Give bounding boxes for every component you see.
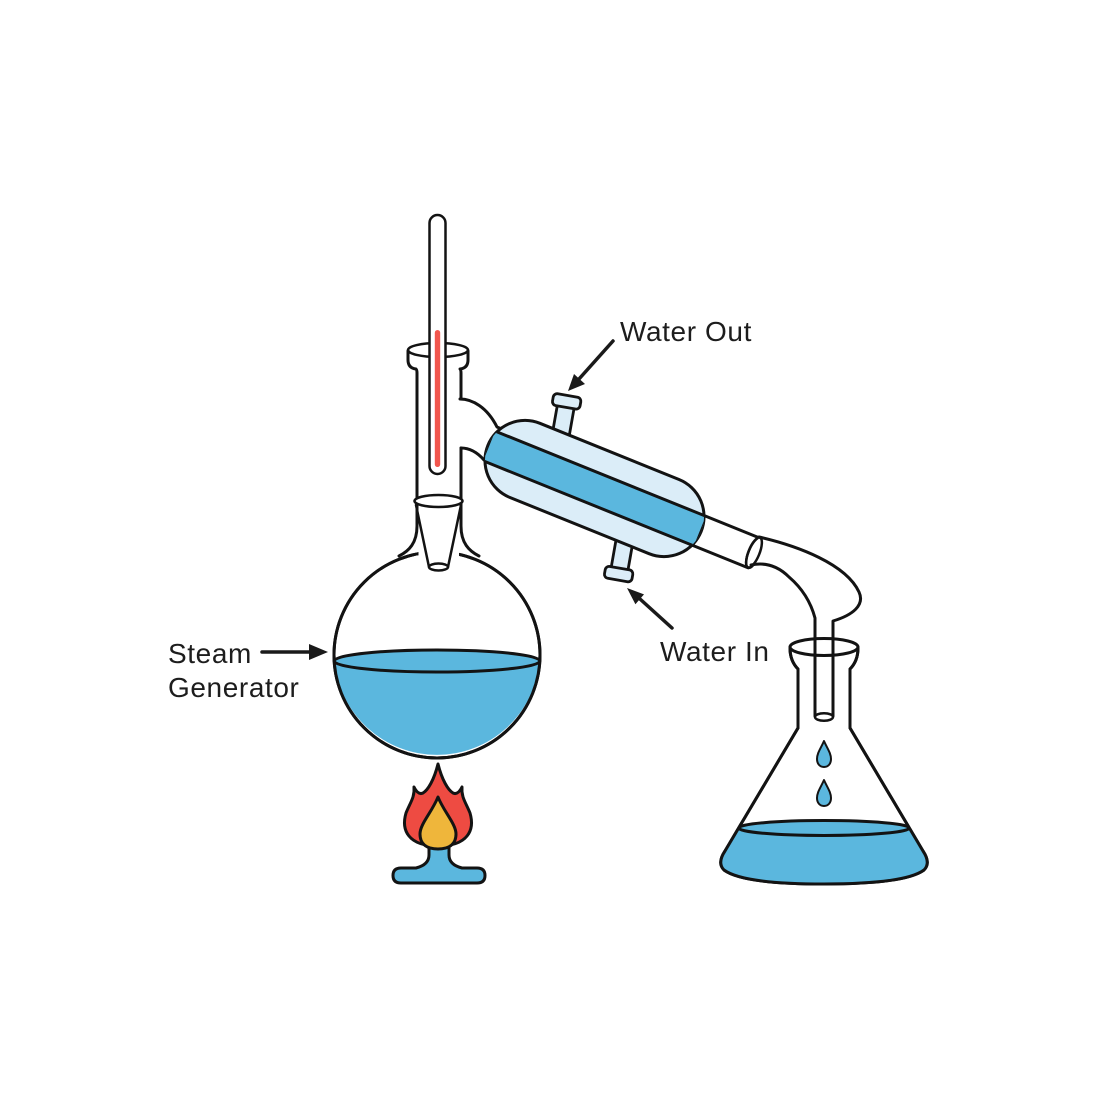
joint-top-rim	[413, 493, 464, 509]
side-arm-upper-line	[458, 397, 513, 435]
thermometer	[428, 213, 447, 476]
water-in-arrow-line	[638, 597, 674, 630]
joint-right-side	[446, 503, 463, 569]
water-out-arrow-line	[577, 339, 615, 381]
water-out-arrowhead	[568, 374, 585, 391]
delivery-adapter	[744, 535, 862, 723]
distillate-droplets	[816, 740, 832, 807]
thermometer-fluid-column	[434, 330, 441, 467]
flask-liquid-surface	[332, 648, 542, 674]
steam-generator-arrowhead	[309, 644, 328, 660]
receiving-flask-liquid-body	[720, 828, 928, 884]
water-in-arrowhead	[627, 588, 644, 605]
receiving-flask-rim	[788, 637, 860, 657]
burner-base	[391, 841, 487, 885]
adapter-upper-outline	[757, 535, 862, 718]
water-out-label: Water Out	[620, 316, 752, 347]
flask-neck-right-wall-lower	[459, 446, 481, 558]
joint-bottom-tip	[427, 562, 450, 572]
burner	[391, 762, 487, 885]
annotations: Water Out Water In Steam Generator	[168, 316, 770, 703]
water-out-nozzle-cap	[551, 392, 583, 411]
condenser	[480, 392, 764, 584]
steam-generator-label-line2: Generator	[168, 672, 299, 703]
steam-generator-label-line1: Steam	[168, 638, 252, 669]
water-in-label: Water In	[660, 636, 770, 667]
flask-neck-right-wall-upper	[458, 349, 470, 401]
droplet-1	[816, 740, 832, 768]
flask-liquid-body	[334, 661, 540, 755]
receiving-flask-liquid-surface	[737, 819, 911, 837]
water-in-nozzle-cap	[603, 564, 635, 584]
receiving-flask-outline	[719, 646, 929, 886]
adapter-lower-outline	[749, 562, 817, 718]
flask-neck-left-wall	[397, 349, 419, 558]
adapter-fill	[751, 537, 861, 718]
flame-inner	[418, 795, 458, 851]
joint-left-side	[414, 503, 431, 569]
droplet-2	[816, 779, 832, 807]
adapter-tube-opening	[813, 711, 835, 723]
